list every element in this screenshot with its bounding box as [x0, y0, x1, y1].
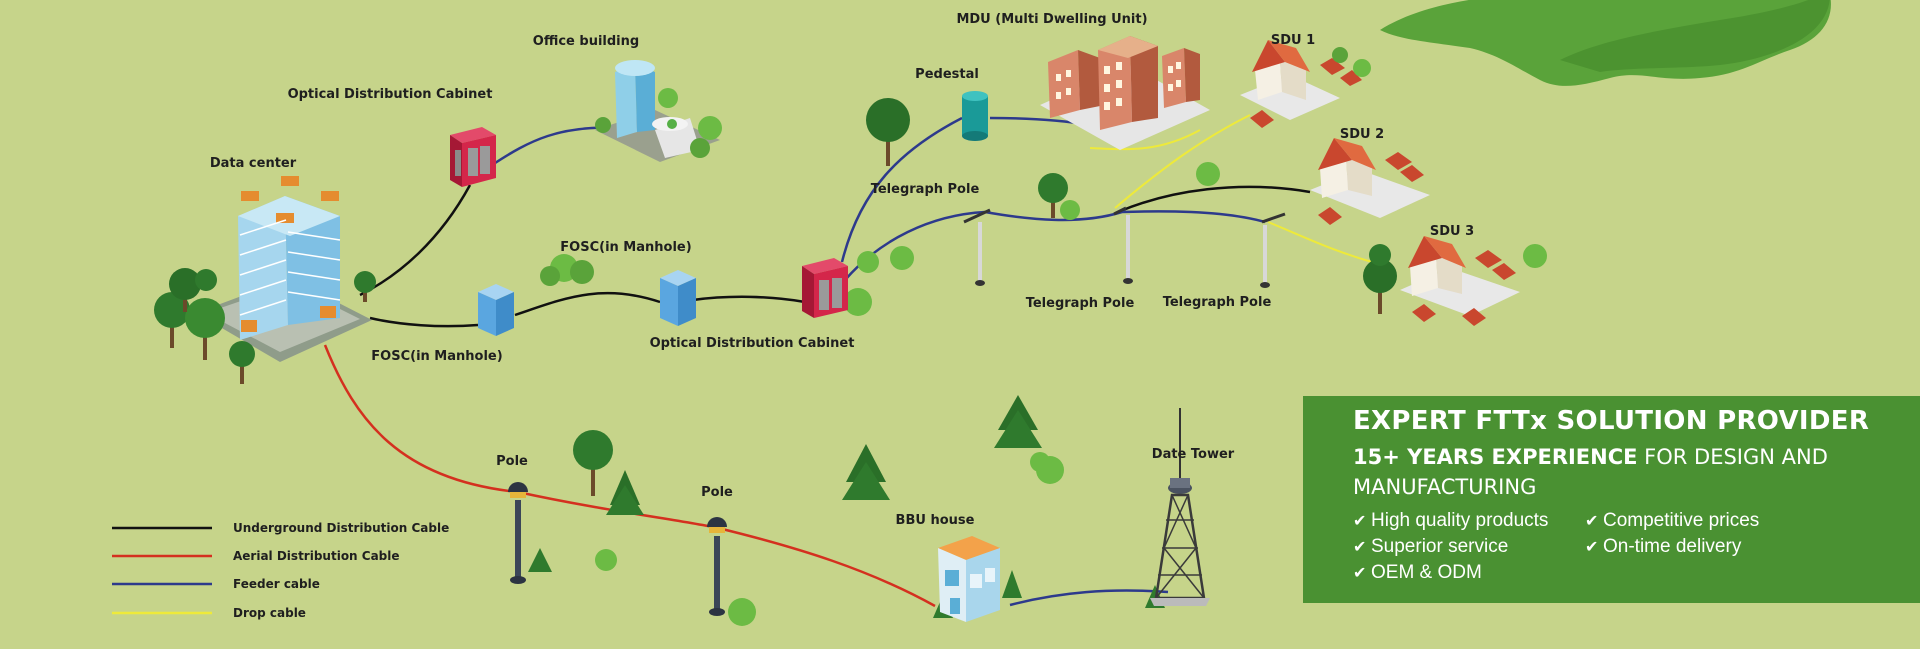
cable-dc-odc-top [359, 184, 472, 297]
label-telegraph-pole-b1: Telegraph Pole [1026, 296, 1135, 311]
fosc-left-icon [478, 284, 514, 336]
data-center-icon [196, 176, 372, 362]
legend: Underground Distribution Cable Aerial Di… [112, 521, 449, 620]
cable-tel-sdu2 [1117, 185, 1311, 214]
cable-odc-pedestal [840, 116, 963, 263]
pedestal-icon [962, 91, 988, 141]
promo-subtitle-rest: FOR DESIGN AND MANUFACTURING [1353, 445, 1828, 499]
label-bbu-house: BBU house [896, 513, 975, 528]
cable-odc-office [491, 126, 621, 167]
promo-subtitle-bold: 15+ YEARS EXPERIENCE [1353, 445, 1638, 469]
legend-label-underground: Underground Distribution Cable [233, 521, 449, 535]
odc-mid-icon [802, 258, 848, 318]
label-sdu2: SDU 2 [1340, 127, 1384, 142]
label-fosc-mid: FOSC(in Manhole) [560, 240, 691, 255]
feature-item: ✔On-time delivery [1585, 536, 1742, 557]
cable-fosc-odc [692, 295, 806, 304]
label-pole-2: Pole [701, 485, 733, 500]
check-icon: ✔ [1353, 513, 1367, 530]
feature-item: ✔Superior service [1353, 536, 1509, 557]
label-mdu: MDU (Multi Dwelling Unit) [956, 12, 1147, 27]
cable-dc-aerial [323, 344, 936, 608]
cable-fosc-fosc [514, 291, 661, 317]
promo-panel: EXPERT FTTx SOLUTION PROVIDER 15+ YEARS … [1303, 396, 1920, 603]
street-pole-2-icon [707, 517, 727, 616]
label-office-building: Office building [533, 34, 639, 49]
cable-drop-mdu [1089, 129, 1201, 151]
fosc-mid-icon [660, 270, 696, 326]
telegraph-pole-2-icon [1113, 206, 1133, 284]
label-odc-mid: Optical Distribution Cabinet [650, 336, 855, 351]
legend-label-feeder: Feeder cable [233, 577, 320, 591]
sdu3-house-icon [1400, 236, 1520, 326]
label-sdu1: SDU 1 [1271, 33, 1315, 48]
label-odc-top: Optical Distribution Cabinet [288, 87, 493, 102]
mdu-icon [1040, 36, 1210, 150]
feature-item: ✔OEM & ODM [1353, 562, 1482, 583]
check-icon: ✔ [1353, 539, 1367, 556]
odc-top-icon [450, 127, 496, 187]
check-icon: ✔ [1585, 513, 1599, 530]
label-fosc-left: FOSC(in Manhole) [371, 349, 502, 364]
label-sdu3: SDU 3 [1430, 224, 1474, 239]
telegraph-pole-3-icon [1260, 212, 1286, 288]
trees [154, 98, 1547, 626]
office-building-icon [595, 60, 722, 162]
telegraph-pole-1-icon [963, 208, 991, 286]
sdu2-house-icon [1310, 138, 1430, 225]
legend-label-drop: Drop cable [233, 606, 306, 620]
label-data-center: Data center [210, 156, 297, 171]
promo-title: EXPERT FTTx SOLUTION PROVIDER [1353, 406, 1870, 436]
label-data-tower: Date Tower [1152, 447, 1235, 462]
data-tower-icon [1150, 408, 1210, 606]
feature-item: ✔Competitive prices [1585, 510, 1760, 531]
cable-dc-fosc [369, 316, 479, 328]
promo-subtitle: 15+ YEARS EXPERIENCE FOR DESIGN AND MANU… [1353, 442, 1873, 502]
cable-drop-sdu3 [1267, 221, 1373, 263]
bbu-house-icon [938, 536, 1000, 622]
cable-odc-telegraph [844, 210, 1266, 281]
sdu1-house-icon [1240, 40, 1371, 128]
promo-features: ✔High quality products ✔Competitive pric… [1353, 510, 1920, 584]
cable-bbu-tower [1009, 589, 1169, 607]
label-pole-1: Pole [496, 454, 528, 469]
cable-drop-sdu1 [1114, 114, 1251, 209]
label-telegraph-pole-top: Telegraph Pole [871, 182, 980, 197]
street-pole-1-icon [508, 482, 528, 584]
legend-label-aerial: Aerial Distribution Cable [233, 549, 400, 563]
label-telegraph-pole-b2: Telegraph Pole [1163, 295, 1272, 310]
feature-item: ✔High quality products [1353, 510, 1549, 531]
label-pedestal: Pedestal [915, 67, 979, 82]
check-icon: ✔ [1585, 539, 1599, 556]
check-icon: ✔ [1353, 565, 1367, 582]
